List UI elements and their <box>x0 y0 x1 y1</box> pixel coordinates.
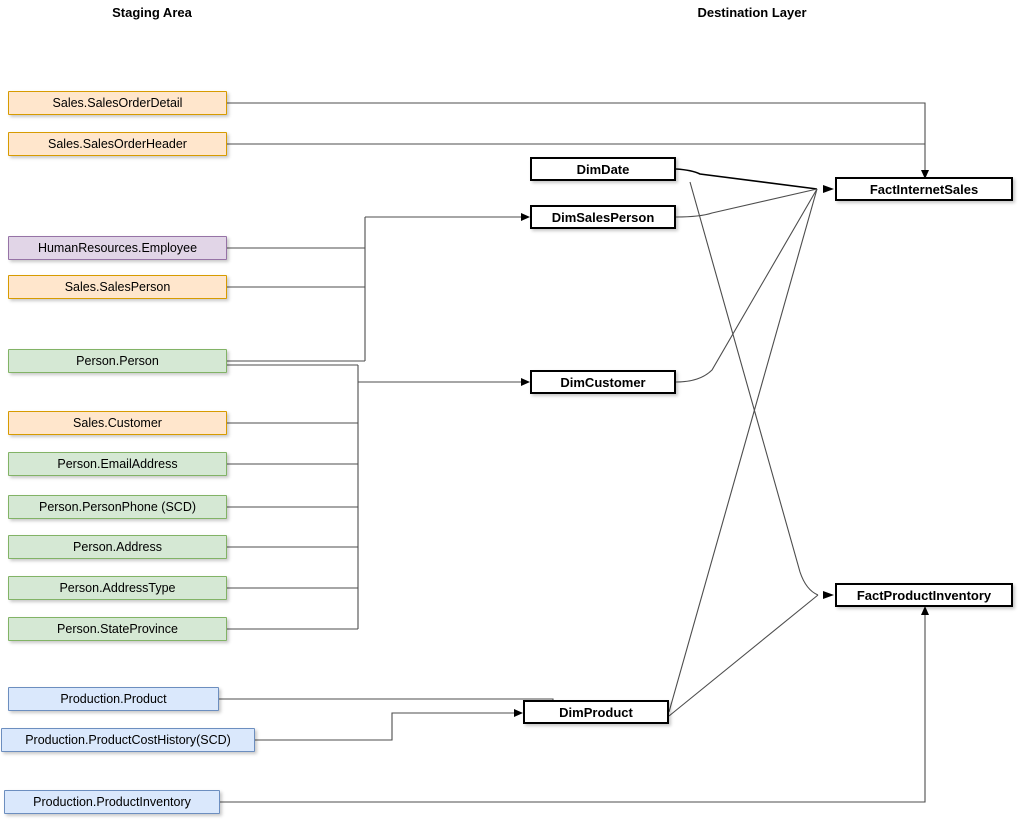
source-node-sales-salesorderheader[interactable]: Sales.SalesOrderHeader <box>8 132 227 156</box>
source-node-person-personphone[interactable]: Person.PersonPhone (SCD) <box>8 495 227 519</box>
source-node-production-costhistory[interactable]: Production.ProductCostHistory(SCD) <box>1 728 255 752</box>
edge-dimproduct-to-factproductinventory <box>668 594 819 717</box>
destination-node-dimproduct[interactable]: DimProduct <box>523 700 669 724</box>
arrowhead-factproductinventory-bottom <box>921 606 929 615</box>
arrowhead-factinternetsales-left <box>823 185 834 193</box>
arrowhead-factproductinventory-left <box>823 591 834 599</box>
edge-dimsalesperson-to-factinternetsales <box>675 188 818 218</box>
arrowhead-factinternetsales-top <box>921 170 929 179</box>
destination-node-dimsalesperson[interactable]: DimSalesPerson <box>530 205 676 229</box>
edge-costhistory-to-dimproduct <box>255 712 517 741</box>
source-node-sales-customer[interactable]: Sales.Customer <box>8 411 227 435</box>
source-node-person-addresstype[interactable]: Person.AddressType <box>8 576 227 600</box>
source-node-production-product[interactable]: Production.Product <box>8 687 219 711</box>
source-node-production-productinventory[interactable]: Production.ProductInventory <box>4 790 220 814</box>
destination-node-dimcustomer[interactable]: DimCustomer <box>530 370 676 394</box>
edge-dimdate-to-factproductinventory <box>689 181 819 596</box>
source-node-person-address[interactable]: Person.Address <box>8 535 227 559</box>
edge-productinventory-to-factproductinventory <box>220 613 926 803</box>
edge-dimproduct-to-factinternetsales <box>668 188 818 713</box>
column-title-destination: Destination Layer <box>697 5 807 20</box>
arrowhead-dimproduct <box>514 709 523 717</box>
arrowhead-dimcustomer <box>521 378 530 386</box>
source-node-humanresources-employee[interactable]: HumanResources.Employee <box>8 236 227 260</box>
source-node-person-stateprovince[interactable]: Person.StateProvince <box>8 617 227 641</box>
edge-salesorderdetail-to-factinternetsales <box>227 102 926 172</box>
source-node-person-emailaddress[interactable]: Person.EmailAddress <box>8 452 227 476</box>
source-node-sales-salesperson[interactable]: Sales.SalesPerson <box>8 275 227 299</box>
edge-product-to-dimproduct <box>219 698 554 702</box>
edge-dimdate-to-factinternetsales <box>675 168 818 190</box>
source-node-sales-salesorderdetail[interactable]: Sales.SalesOrderDetail <box>8 91 227 115</box>
destination-node-factinternetsales[interactable]: FactInternetSales <box>835 177 1013 201</box>
source-node-person-person[interactable]: Person.Person <box>8 349 227 373</box>
column-title-staging: Staging Area <box>112 5 192 20</box>
destination-node-factproductinventory[interactable]: FactProductInventory <box>835 583 1013 607</box>
arrowhead-dimsalesperson <box>521 213 530 221</box>
edge-dimcustomer-to-factinternetsales <box>675 188 818 383</box>
destination-node-dimdate[interactable]: DimDate <box>530 157 676 181</box>
